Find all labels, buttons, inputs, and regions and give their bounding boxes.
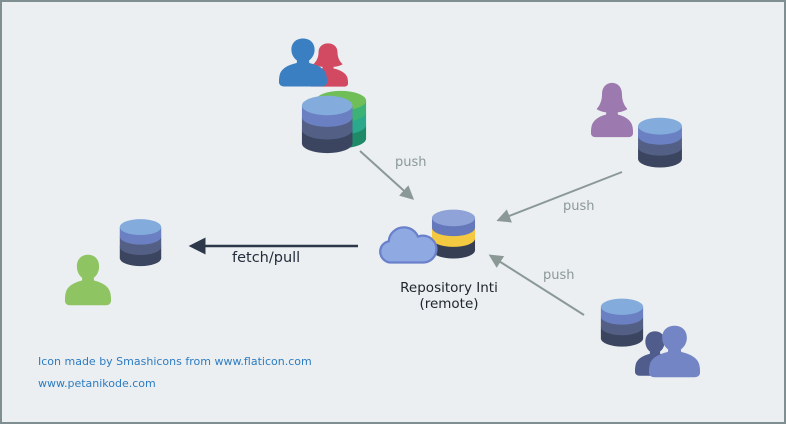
man-icon-periwinkle	[649, 325, 700, 378]
push-label-top: push	[395, 155, 427, 170]
remote-repo-name: Repository Inti	[400, 280, 498, 296]
database-icon-right	[638, 117, 682, 168]
man-icon-blue	[279, 38, 327, 87]
database-icon-green-accent	[301, 90, 367, 154]
push-label-bottom: push	[543, 268, 575, 283]
remote-repo-subtitle: (remote)	[419, 295, 479, 312]
man-icon-green	[65, 254, 111, 306]
push-arrow-bottom	[488, 254, 585, 316]
push-arrow-right	[496, 171, 623, 223]
push-arrow-top	[359, 150, 415, 200]
push-label-right: push	[563, 199, 595, 214]
cloud-icon	[379, 226, 438, 264]
icon-credit-text: Icon made by Smashicons from www.flatico…	[38, 355, 312, 368]
database-icon-left	[119, 219, 162, 267]
website-watermark-text: www.petanikode.com	[38, 377, 156, 390]
remote-repo-label: Repository Inti (remote)	[377, 280, 521, 312]
fetch-pull-label: fetch/pull	[232, 250, 301, 266]
woman-icon-purple	[591, 82, 633, 138]
